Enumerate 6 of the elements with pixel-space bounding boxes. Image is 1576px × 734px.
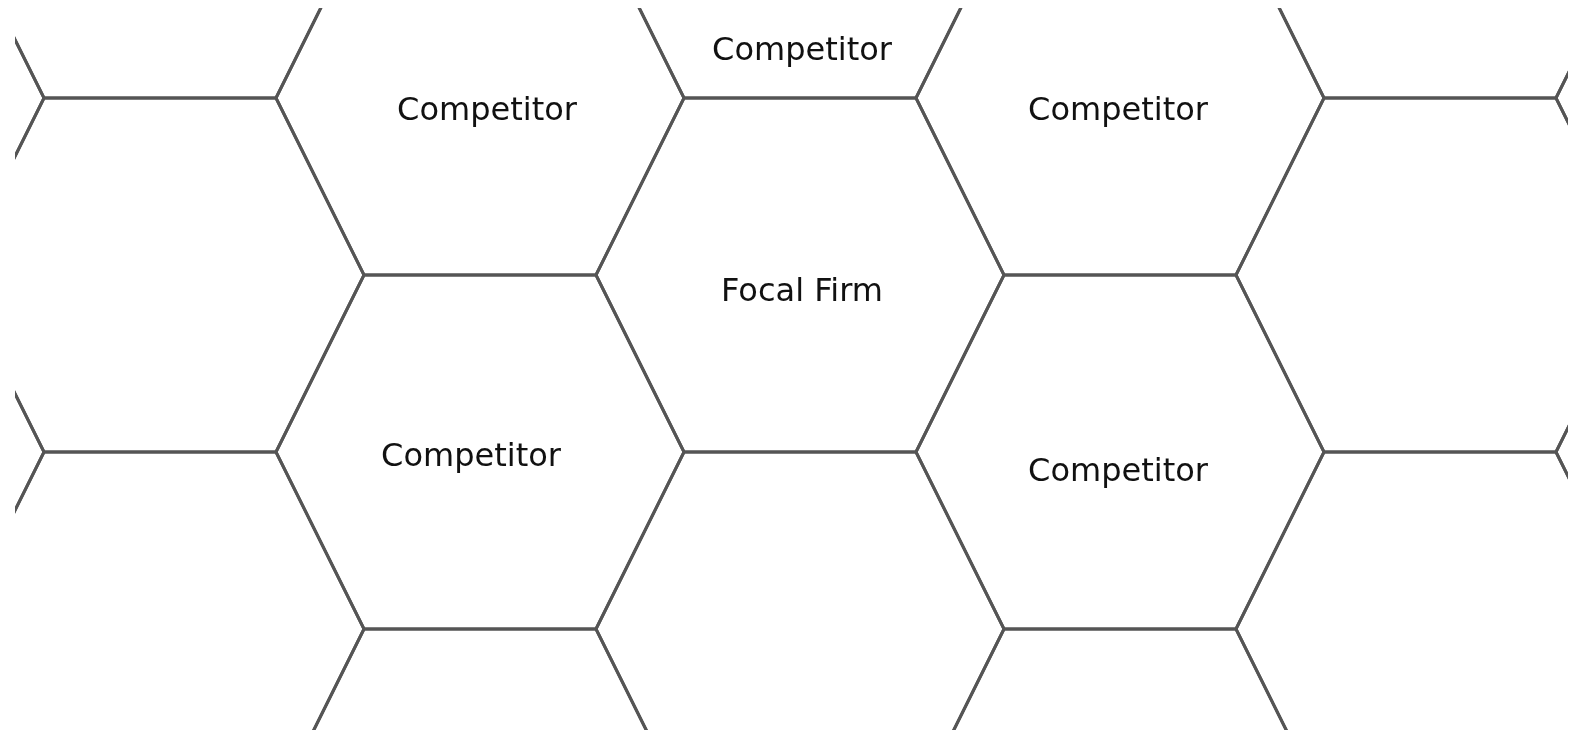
- hexagon-label: Competitor: [381, 438, 561, 474]
- hexagon-label: Focal Firm: [721, 273, 883, 309]
- hexagon-label: Competitor: [712, 32, 892, 68]
- hexagon-label: Competitor: [1028, 453, 1208, 489]
- hexagon-label: Competitor: [1028, 92, 1208, 128]
- hexagon-label: Competitor: [397, 92, 577, 128]
